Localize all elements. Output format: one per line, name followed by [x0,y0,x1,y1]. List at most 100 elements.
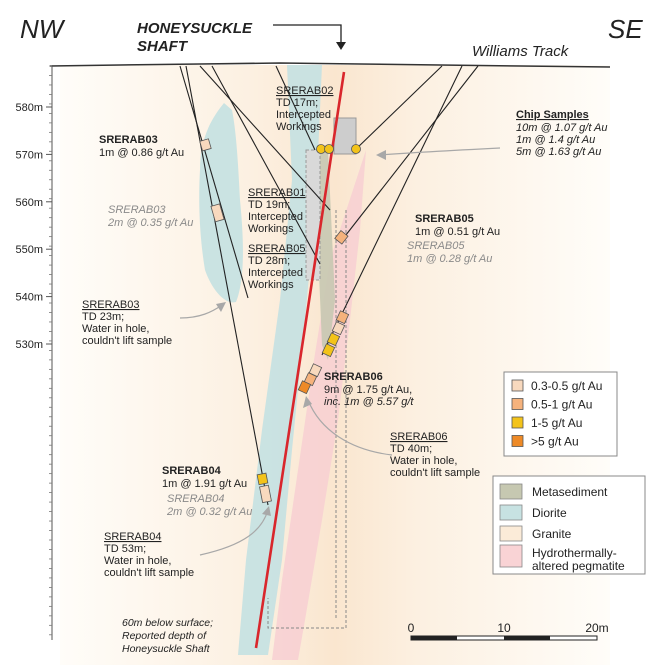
sample-srerab03-low [199,138,212,152]
srerab03-grey-id: SRERAB03 [108,204,166,216]
scale-bar-label-0: 0 [408,621,415,635]
chip-sample-dots [316,144,361,154]
shaft-note-line-1: 60m below surface; [122,617,213,629]
leader-chip-samples [379,147,501,156]
diorite-body-central [238,65,322,655]
shaft-title-line2: SHAFT [137,38,189,55]
williams-track-label: Williams Track [472,43,570,60]
geology-legend-swatch [499,544,523,568]
annotation-srerab03-grey: SRERAB03 2m @ 0.35 g/t Au [107,204,193,229]
scale-bar: 0 10 20m [408,621,609,641]
pegmatite-body [272,150,366,660]
srerab04-td-line-2: Water in hole, [104,555,171,567]
depth-tick-label: 560m [15,197,43,209]
leader-srerab06 [307,399,393,456]
scale-bar-segment-2 [504,636,550,640]
srerab05-td-line-2: Intercepted [248,267,303,279]
depth-tick-label: 580m [15,102,43,114]
srerab03-td-id: SRERAB03 [82,299,139,311]
drill-hole-srerab06 [321,65,463,356]
srerab01-line-2: Intercepted [248,211,303,223]
geology-legend-label: Diorite [532,506,567,520]
annotation-srerab04-td: SRERAB04 TD 53m; Water in hole, couldn't… [104,531,194,579]
srerab04-td-line-3: couldn't lift sample [104,567,194,579]
srerab03-id-bold: SRERAB03 [99,134,158,146]
srerab06-td-line-3: couldn't lift sample [390,467,480,479]
se-label: SE [608,14,643,44]
scale-bar-segment-1 [411,636,457,640]
srerab02-id: SRERAB02 [276,85,333,97]
drill-hole-chip-trace [354,65,443,151]
shaft-note-line-3: Honeysuckle Shaft [122,643,211,655]
srerab02-line-2: Intercepted [276,109,331,121]
srerab02-line-1: TD 17m; [276,97,318,109]
sample-srerab04-grey [259,484,272,504]
srerab03-td-line-2: Water in hole, [82,323,149,335]
chip-samples-line-3: 5m @ 1.63 g/t Au [516,146,601,158]
chip-sample-dot-2 [324,144,334,154]
annotation-srerab06-intercept: SRERAB06 9m @ 1.75 g/t Au, inc. 1m @ 5.5… [324,371,414,408]
leader-arrowheads [216,150,386,516]
srerab05-td-id: SRERAB05 [248,243,305,255]
srerab05-id-bold: SRERAB05 [415,213,474,225]
srerab04-td-line-1: TD 53m; [104,543,146,555]
diorite-body-west [199,103,243,303]
srerab04-intercept: 1m @ 1.91 g/t Au [162,478,247,490]
geology-legend-swatch [499,483,523,500]
geology-legend-label: Hydrothermally- [532,546,617,560]
nw-label: NW [20,14,66,44]
geology-legend-swatch [499,504,523,521]
srerab05-td-line-3: Workings [248,279,294,291]
geology-legend-items: MetasedimentDioriteGraniteHydrothermally… [499,483,625,573]
srerab01-line-3: Workings [248,223,294,235]
grade-legend: 0.3-0.5 g/t Au0.5-1 g/t Au1-5 g/t Au>5 g… [503,371,618,457]
sample-srerab05-upper [334,230,349,245]
srerab03-td-line-1: TD 23m; [82,311,124,323]
chip-sample-dot-3 [351,144,361,154]
grade-legend-swatch [511,435,524,447]
depth-axis-minor-ticks [49,65,52,636]
shaft-title-line1: HONEYSUCKLE [137,20,253,37]
annotation-srerab01: SRERAB01 TD 19m; Intercepted Workings [248,187,305,235]
arrowhead-srerab04 [262,506,271,516]
shaft-pointer-arrowhead [336,42,346,50]
annotation-srerab05-intercept: SRERAB05 1m @ 0.51 g/t Au SRERAB05 1m @ … [407,213,500,265]
sample-srerab06-1 [335,310,350,325]
grade-legend-label: 0.5-1 g/t Au [531,398,592,412]
sample-intervals [199,138,350,504]
sample-srerab04-high [256,472,269,486]
depth-tick-label: 570m [15,149,43,161]
grade-legend-label: 0.3-0.5 g/t Au [531,379,602,393]
sample-srerab06-2 [331,321,346,336]
srerab05-td-line-1: TD 28m; [248,255,290,267]
shaft-note-line-2: Reported depth of [122,630,207,642]
geology-legend-label: altered pegmatite [532,559,625,573]
annotation-srerab05-td: SRERAB05 TD 28m; Intercepted Workings [248,243,305,291]
annotation-chip-samples: Chip Samples 10m @ 1.07 g/t Au 1m @ 1.4 … [516,109,607,158]
drill-hole-srerab04 [185,65,269,506]
drill-hole-srerab01 [199,65,331,211]
geology-legend-label: Granite [532,527,572,541]
sample-srerab03-grey [210,203,225,223]
chip-samples-line-1: 10m @ 1.07 g/t Au [516,122,607,134]
sample-srerab06-7 [297,380,312,395]
grade-legend-items: 0.3-0.5 g/t Au0.5-1 g/t Au1-5 g/t Au>5 g… [511,379,602,449]
srerab06-intercept-line-2: inc. 1m @ 5.57 g/t [324,396,414,408]
depth-tick-label: 530m [15,339,43,351]
drill-hole-srerab03 [179,65,249,299]
arrowhead-srerab06 [303,396,312,408]
srerab03-td-line-3: couldn't lift sample [82,335,172,347]
sample-srerab06-3 [326,332,341,347]
srerab02-line-3: Workings [276,121,322,133]
grade-legend-label: 1-5 g/t Au [531,416,582,430]
ground-surface [49,62,611,68]
srerab06-td-line-1: TD 40m; [390,443,432,455]
srerab06-id-bold: SRERAB06 [324,371,383,383]
annotation-srerab03-td: SRERAB03 TD 23m; Water in hole, couldn't… [82,299,172,347]
srerab04-grey-line: 2m @ 0.32 g/t Au [166,506,252,518]
srerab06-td-id: SRERAB06 [390,431,447,443]
srerab01-line-1: TD 19m; [248,199,290,211]
